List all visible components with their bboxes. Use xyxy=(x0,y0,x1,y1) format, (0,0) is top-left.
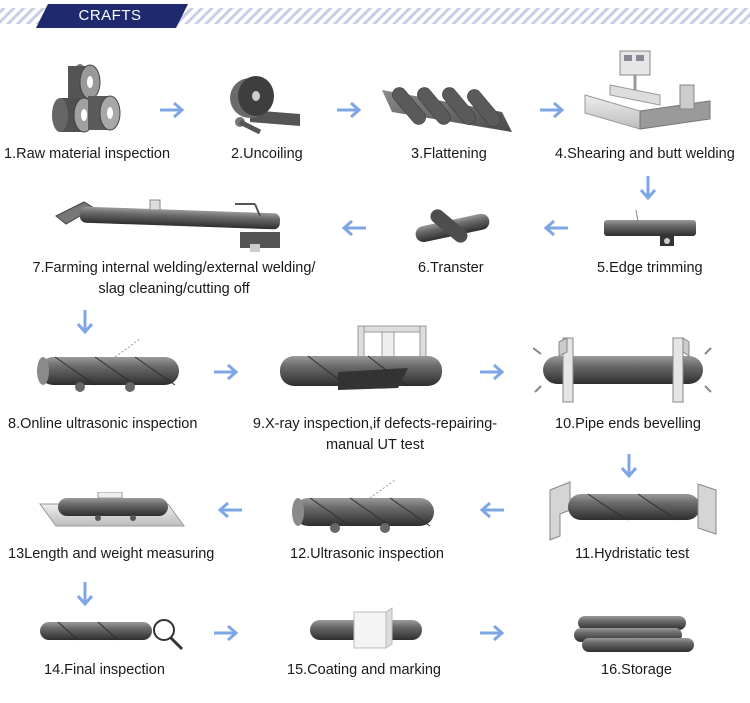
step-label: 7.Farming internal welding/external weld… xyxy=(32,260,316,276)
step-label: 4.Shearing and butt welding xyxy=(555,146,735,162)
step-label-line2: slag cleaning/cutting off xyxy=(98,281,250,297)
step-label: 5.Edge trimming xyxy=(597,260,703,276)
bevelling-icon xyxy=(533,337,712,403)
hydrostatic-test-icon xyxy=(549,481,717,541)
ultrasonic-pipe-icon xyxy=(292,479,434,533)
arrow-left-icon xyxy=(217,501,242,519)
arrow-right-icon xyxy=(480,363,505,381)
arrow-right-icon xyxy=(214,363,239,381)
step-label: 3.Flattening xyxy=(411,146,487,162)
step-label: 13Length and weight measuring xyxy=(8,546,215,562)
page-title: CRAFTS xyxy=(78,7,142,24)
step-label: 6.Transter xyxy=(418,260,484,276)
arrow-right-icon xyxy=(337,101,362,119)
arrow-left-icon xyxy=(543,219,568,237)
step-label: 8.Online ultrasonic inspection xyxy=(8,416,198,432)
arrow-right-icon xyxy=(540,101,565,119)
arrow-down-icon xyxy=(76,582,94,607)
arrow-right-icon xyxy=(480,624,505,642)
arrow-left-icon xyxy=(341,219,366,237)
header-bar: CRAFTS xyxy=(0,0,750,34)
ultrasonic-pipe-icon xyxy=(37,338,179,392)
edge-trimming-icon xyxy=(604,209,696,246)
step-label-line2: manual UT test xyxy=(325,437,425,453)
flattening-rollers-icon xyxy=(382,87,512,132)
step-label: 1.Raw material inspection xyxy=(4,146,171,162)
arrow-down-icon xyxy=(76,310,94,335)
uncoiling-icon xyxy=(230,76,300,135)
step-label: 10.Pipe ends bevelling xyxy=(555,416,701,432)
step-label: 16.Storage xyxy=(601,662,672,678)
step-label: 15.Coating and marking xyxy=(287,662,441,678)
xray-inspection-icon xyxy=(280,325,442,390)
coating-icon xyxy=(310,607,422,649)
measuring-table-icon xyxy=(39,492,185,527)
pipe-stack-icon xyxy=(574,616,694,652)
transfer-icon xyxy=(415,209,490,243)
forming-welding-line-icon xyxy=(55,199,281,252)
arrow-down-icon xyxy=(620,454,638,479)
step-label: 11.Hydristatic test xyxy=(575,546,690,562)
arrow-right-icon xyxy=(160,101,185,119)
arrow-left-icon xyxy=(479,501,504,519)
steel-coils-icon xyxy=(52,64,121,133)
step-label: 12.Ultrasonic inspection xyxy=(290,546,444,562)
title-tab xyxy=(36,4,188,28)
step-label: 14.Final inspection xyxy=(44,662,165,678)
arrow-down-icon xyxy=(639,176,657,201)
arrow-right-icon xyxy=(214,624,239,642)
step-label: 9.X-ray inspection,if defects-repairing- xyxy=(252,416,498,432)
step-label: 2.Uncoiling xyxy=(231,146,303,162)
magnifier-pipe-icon xyxy=(40,619,184,651)
shearing-welding-icon xyxy=(584,50,711,130)
header-stripes xyxy=(0,8,750,24)
